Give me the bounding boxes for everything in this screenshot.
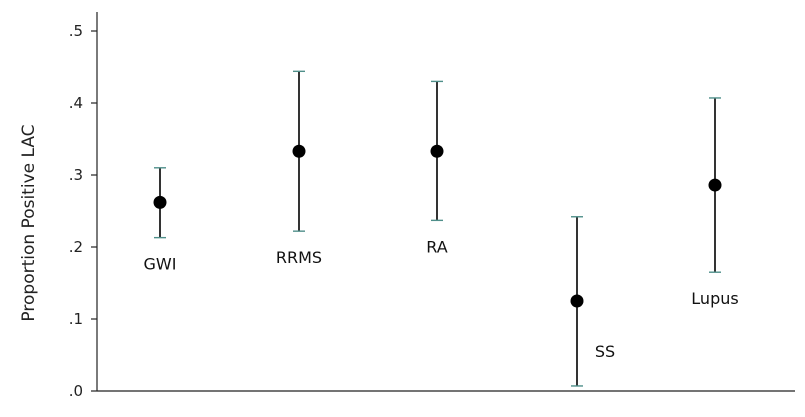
y-tick-label: .3 [69, 166, 83, 184]
y-axis-title: Proportion Positive LAC [19, 124, 39, 321]
data-point [153, 195, 167, 209]
point-label: RA [426, 237, 447, 256]
y-tick-label: .1 [69, 310, 83, 328]
data-point [292, 144, 306, 158]
data-point [708, 178, 722, 192]
data-point [570, 294, 584, 308]
y-tick-label: .4 [69, 94, 83, 112]
y-tick-label: .2 [69, 238, 83, 256]
y-tick-label: .5 [69, 22, 83, 40]
point-label: RRMS [276, 248, 322, 267]
data-point [430, 144, 444, 158]
y-tick-label: .0 [69, 382, 83, 400]
point-label: GWI [144, 255, 177, 274]
point-label: Lupus [691, 289, 738, 308]
point-label: SS [595, 342, 615, 361]
chart-marks: GWI RRMS RA SS Lupus [144, 70, 739, 387]
y-axis: .0 .1 .2 .3 .4 .5 [69, 12, 795, 400]
